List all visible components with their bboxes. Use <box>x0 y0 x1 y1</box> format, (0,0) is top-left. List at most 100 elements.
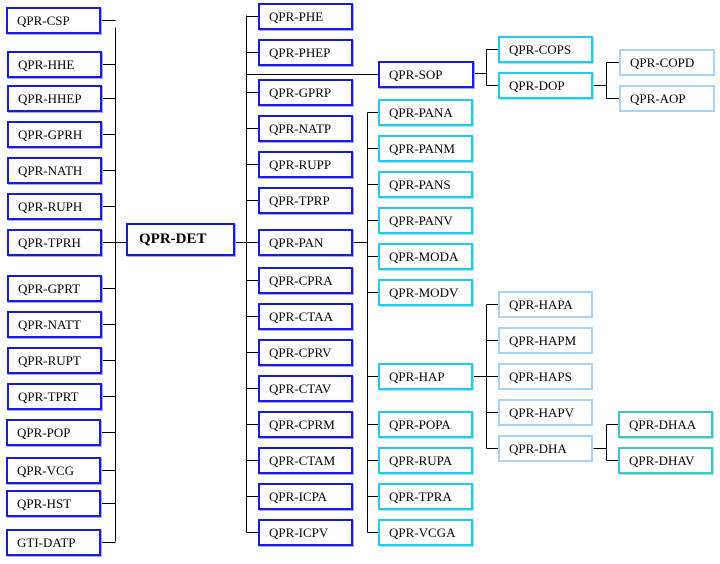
node-qpr-ctav[interactable]: QPR-CTAV <box>258 375 353 402</box>
node-gti-datp[interactable]: GTI-DATP <box>6 529 101 556</box>
node-qpr-pop[interactable]: QPR-POP <box>6 419 101 446</box>
node-qpr-rupt[interactable]: QPR-RUPT <box>7 347 102 374</box>
node-label: QPR-PANS <box>389 176 451 192</box>
node-qpr-det[interactable]: QPR-DET <box>126 223 235 256</box>
node-qpr-vcg[interactable]: QPR-VCG <box>6 457 101 484</box>
node-qpr-modv[interactable]: QPR-MODV <box>378 279 473 306</box>
node-qpr-dhaa[interactable]: QPR-DHAA <box>618 411 713 438</box>
node-qpr-dhav[interactable]: QPR-DHAV <box>618 447 713 474</box>
node-label: QPR-ICPA <box>269 488 328 504</box>
node-label: QPR-CSP <box>17 12 70 28</box>
node-qpr-gprt[interactable]: QPR-GPRT <box>7 275 102 302</box>
node-label: QPR-COPS <box>509 41 572 57</box>
node-label: QPR-CTAV <box>269 380 332 396</box>
node-qpr-phep[interactable]: QPR-PHEP <box>258 39 353 66</box>
node-qpr-aop[interactable]: QPR-AOP <box>619 85 715 112</box>
node-qpr-pan[interactable]: QPR-PAN <box>258 229 353 256</box>
node-label: QPR-GPRH <box>18 126 83 142</box>
node-label: QPR-AOP <box>630 90 686 106</box>
node-label: QPR-PHE <box>269 8 324 24</box>
node-label: GTI-DATP <box>17 534 76 550</box>
node-label: QPR-DOP <box>509 77 565 93</box>
node-label: QPR-GPRT <box>18 280 81 296</box>
node-qpr-hap[interactable]: QPR-HAP <box>378 363 473 390</box>
node-qpr-icpv[interactable]: QPR-ICPV <box>258 519 353 546</box>
node-qpr-tprt[interactable]: QPR-TPRT <box>7 383 102 410</box>
node-label: QPR-RUPP <box>269 156 332 172</box>
node-qpr-hhep[interactable]: QPR-HHEP <box>7 85 102 112</box>
node-qpr-hapv[interactable]: QPR-HAPV <box>498 399 593 426</box>
node-label: QPR-TPRT <box>18 388 79 404</box>
node-qpr-natt[interactable]: QPR-NATT <box>7 311 102 338</box>
node-qpr-hst[interactable]: QPR-HST <box>6 490 101 517</box>
node-qpr-ctam[interactable]: QPR-CTAM <box>258 447 353 474</box>
node-label: QPR-PHEP <box>269 44 331 60</box>
node-qpr-tprh[interactable]: QPR-TPRH <box>7 229 102 256</box>
node-qpr-panm[interactable]: QPR-PANM <box>378 135 473 162</box>
node-qpr-nath[interactable]: QPR-NATH <box>7 157 102 184</box>
node-label: QPR-POP <box>17 424 71 440</box>
node-qpr-rupa[interactable]: QPR-RUPA <box>378 447 473 474</box>
node-label: QPR-HAPA <box>509 296 573 312</box>
node-label: QPR-CPRV <box>269 344 332 360</box>
node-qpr-tpra[interactable]: QPR-TPRA <box>378 483 473 510</box>
node-label: QPR-HAPS <box>509 368 572 384</box>
node-label: QPR-CTAA <box>269 308 333 324</box>
node-qpr-cpra[interactable]: QPR-CPRA <box>258 267 353 294</box>
node-label: QPR-RUPA <box>389 452 453 468</box>
node-label: QPR-RUPT <box>18 352 81 368</box>
node-label: QPR-PANA <box>389 104 453 120</box>
node-qpr-pana[interactable]: QPR-PANA <box>378 99 473 126</box>
node-qpr-popa[interactable]: QPR-POPA <box>378 411 473 438</box>
node-qpr-icpa[interactable]: QPR-ICPA <box>258 483 353 510</box>
node-qpr-sop[interactable]: QPR-SOP <box>378 61 474 88</box>
node-qpr-vcga[interactable]: QPR-VCGA <box>378 519 473 546</box>
node-qpr-cprv[interactable]: QPR-CPRV <box>258 339 353 366</box>
node-qpr-phe[interactable]: QPR-PHE <box>258 3 353 30</box>
node-qpr-cops[interactable]: QPR-COPS <box>498 36 593 63</box>
node-qpr-panv[interactable]: QPR-PANV <box>378 207 473 234</box>
node-label: QPR-ICPV <box>269 524 329 540</box>
node-qpr-gprh[interactable]: QPR-GPRH <box>7 121 102 148</box>
node-label: QPR-HAPM <box>509 332 577 348</box>
node-label: QPR-MODV <box>389 284 459 300</box>
node-label: QPR-HST <box>17 495 72 511</box>
node-label: QPR-NATH <box>18 162 83 178</box>
node-label: QPR-RUPH <box>18 198 83 214</box>
node-qpr-dop[interactable]: QPR-DOP <box>498 72 593 99</box>
node-qpr-pans[interactable]: QPR-PANS <box>378 171 473 198</box>
node-label: QPR-NATT <box>18 316 81 332</box>
node-label: QPR-TPRA <box>389 488 452 504</box>
node-qpr-hapm[interactable]: QPR-HAPM <box>498 327 593 354</box>
node-label: QPR-CTAM <box>269 452 336 468</box>
node-label: QPR-VCGA <box>389 524 456 540</box>
node-label: QPR-HHE <box>18 56 75 72</box>
node-label: QPR-DHA <box>509 440 567 456</box>
node-label: QPR-GPRP <box>269 84 332 100</box>
node-label: QPR-PAN <box>269 234 324 250</box>
node-qpr-csp[interactable]: QPR-CSP <box>6 7 101 34</box>
node-qpr-hhe[interactable]: QPR-HHE <box>7 51 102 78</box>
node-qpr-gprp[interactable]: QPR-GPRP <box>258 79 353 106</box>
node-label: QPR-HAPV <box>509 404 575 420</box>
node-qpr-rupp[interactable]: QPR-RUPP <box>258 151 353 178</box>
node-qpr-ruph[interactable]: QPR-RUPH <box>7 193 102 220</box>
node-qpr-haps[interactable]: QPR-HAPS <box>498 363 593 390</box>
node-label: QPR-VCG <box>17 462 75 478</box>
node-qpr-dha[interactable]: QPR-DHA <box>498 435 593 462</box>
node-qpr-natp[interactable]: QPR-NATP <box>258 115 353 142</box>
node-label: QPR-NATP <box>269 120 332 136</box>
node-label: QPR-DET <box>139 231 207 247</box>
node-label: QPR-PANM <box>389 140 455 156</box>
node-qpr-ctaa[interactable]: QPR-CTAA <box>258 303 353 330</box>
node-label: QPR-COPD <box>630 54 695 70</box>
node-qpr-cprm[interactable]: QPR-CPRM <box>258 411 353 438</box>
node-label: QPR-HHEP <box>18 90 82 106</box>
node-qpr-moda[interactable]: QPR-MODA <box>378 243 473 270</box>
node-label: QPR-SOP <box>389 66 443 82</box>
node-qpr-hapa[interactable]: QPR-HAPA <box>498 291 593 318</box>
node-qpr-tprp[interactable]: QPR-TPRP <box>258 187 353 214</box>
node-qpr-copd[interactable]: QPR-COPD <box>619 49 715 76</box>
